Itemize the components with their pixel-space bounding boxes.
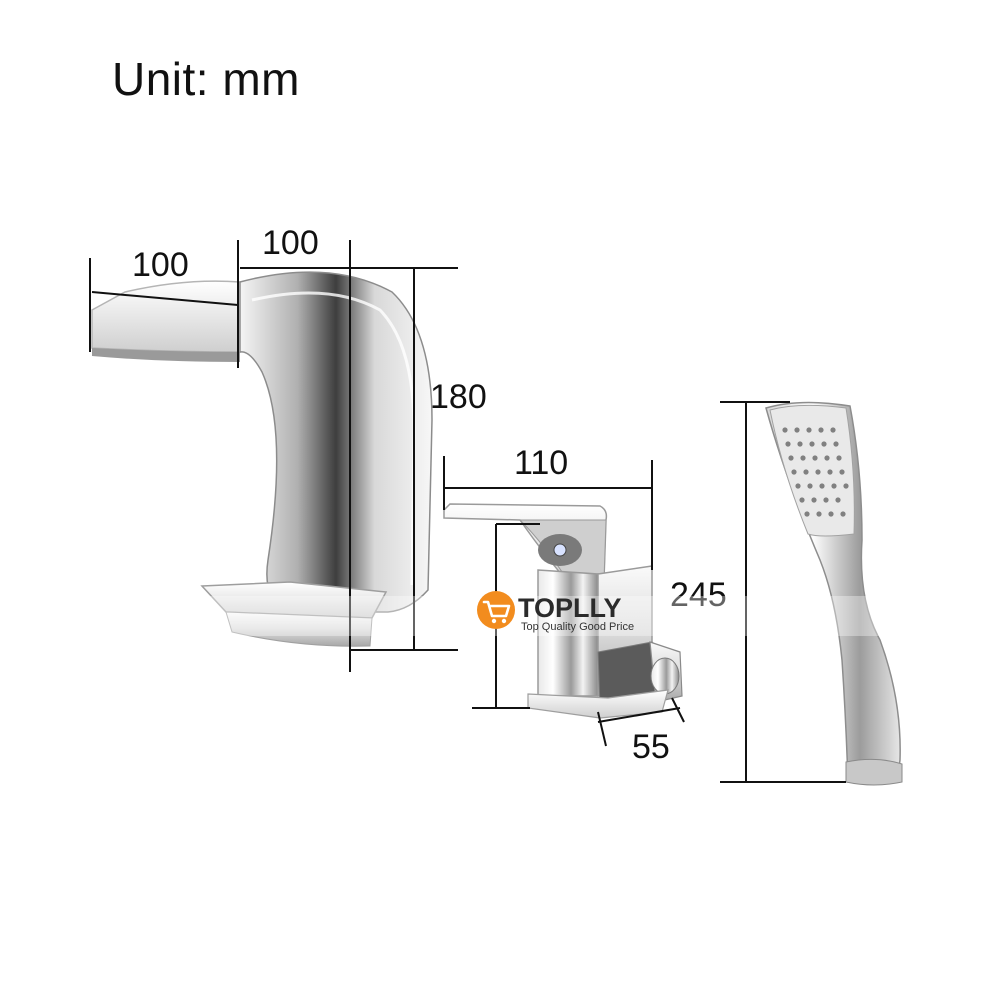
handshower-height-label: 245 — [670, 576, 727, 614]
spout-height-label: 180 — [430, 378, 487, 416]
unit-title: Unit: mm — [112, 53, 300, 105]
spray-face-nozzles — [782, 427, 849, 517]
spout-dimension-lines — [89, 240, 458, 672]
watermark-brand: TOPLLY — [518, 593, 622, 623]
bath-mixer — [443, 503, 683, 719]
mixer-length-label: 110 — [514, 444, 568, 482]
mixer-depth-label: 55 — [632, 728, 670, 766]
spout-depth-label: 100 — [132, 246, 189, 284]
handshower-dimension-lines — [720, 401, 846, 783]
watermark-tagline: Top Quality Good Price — [521, 621, 634, 633]
hand-shower — [765, 401, 903, 786]
spout-width-label: 100 — [262, 224, 319, 262]
shopping-cart-icon — [477, 591, 515, 629]
waterfall-spout — [91, 271, 433, 647]
watermark: TOPLLY Top Quality Good Price — [0, 591, 1000, 636]
